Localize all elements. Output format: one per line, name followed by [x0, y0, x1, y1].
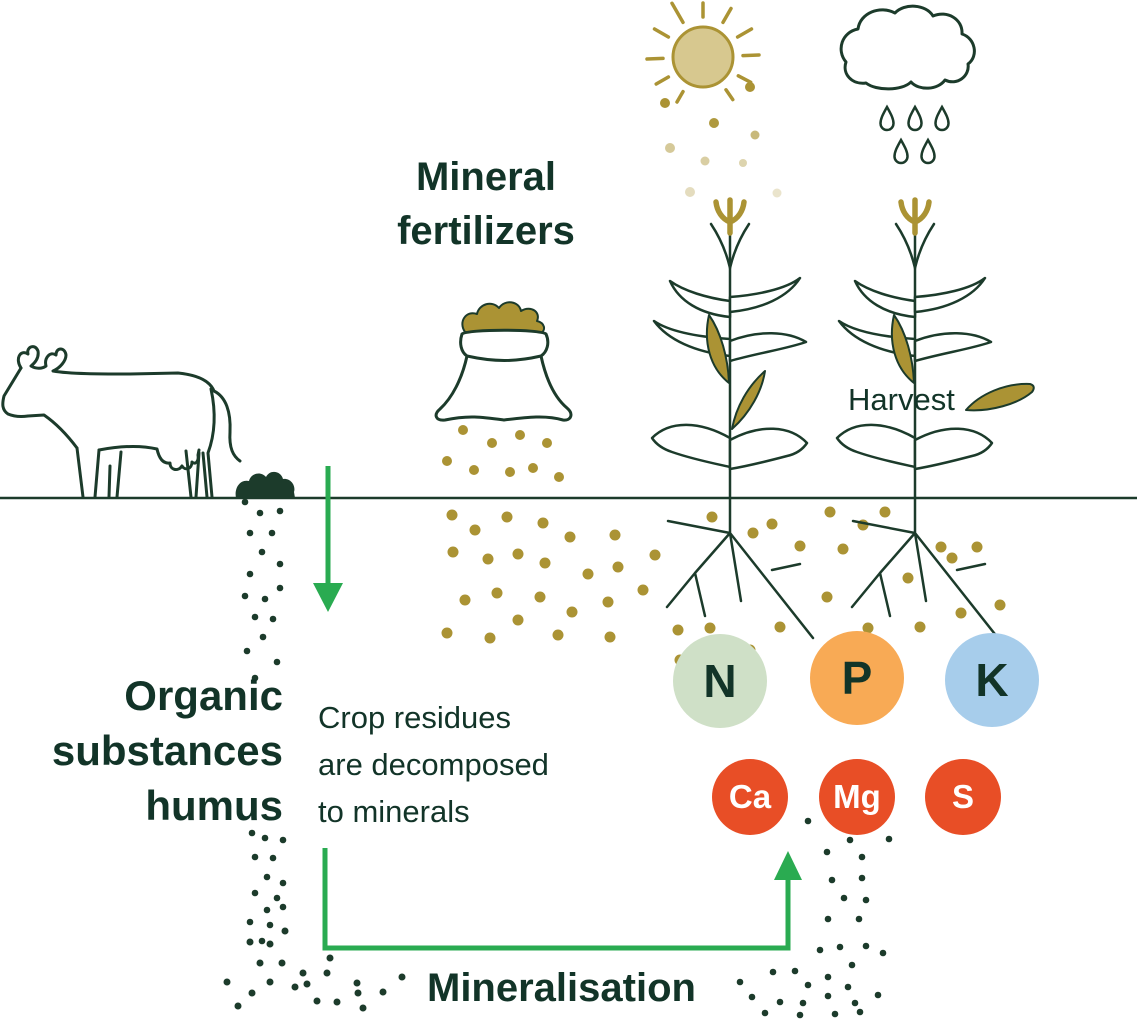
- nutrient-circle-p: P: [810, 631, 904, 725]
- mineralisation-label: Mineralisation: [427, 966, 696, 1010]
- gold-leaf: [731, 370, 766, 430]
- harvest-label: Harvest: [848, 382, 955, 417]
- crop-residues-label: Crop residues are decomposed to minerals: [318, 694, 549, 835]
- nutrient-circle-mg: Mg: [819, 759, 895, 835]
- manure-icon: [235, 471, 295, 498]
- organic-line-1: Organic: [124, 672, 283, 719]
- rain-cloud-icon: [839, 4, 976, 165]
- crop-line-1: Crop residues: [318, 700, 511, 735]
- down-arrow-icon: [313, 466, 343, 612]
- organic-line-2: substances: [51, 727, 283, 774]
- nutrient-circle-k: K: [945, 633, 1039, 727]
- crop-line-3: to minerals: [318, 794, 470, 829]
- nutrient-symbol: P: [841, 652, 873, 704]
- nutrient-circle-n: N: [673, 634, 767, 728]
- humus-scatter-dots: [223, 927, 406, 1012]
- organic-substances-label: Organic substances humus: [52, 668, 283, 833]
- soil-mineral-dots: [441, 506, 1006, 666]
- nutrient-symbol: K: [975, 654, 1009, 706]
- harvest-leaf-icon: [965, 382, 1035, 412]
- fertilizer-spread-dots: [442, 425, 564, 482]
- nutrient-symbol: Mg: [833, 778, 881, 815]
- title-line-1: Mineral: [415, 155, 557, 199]
- nutrient-symbol: S: [951, 778, 974, 815]
- sun-deposition-dots: [660, 82, 782, 198]
- mineral-release-dots: [736, 817, 893, 1019]
- mineral-fertilizers-label: Mineral fertilizers: [326, 150, 646, 258]
- fertilizer-bag-icon: [434, 301, 573, 422]
- cow-icon: [1, 345, 242, 499]
- title-line-2: fertilizers: [397, 209, 575, 253]
- organic-line-3: humus: [145, 782, 283, 829]
- nutrient-circle-s: S: [925, 759, 1001, 835]
- humus-trail-lower-dots: [246, 829, 287, 945]
- nutrient-symbol: N: [703, 655, 737, 707]
- mineralisation-arrow-icon: [322, 848, 802, 951]
- humus-trail-upper-dots: [241, 498, 284, 682]
- crop-line-2: are decomposed: [318, 747, 549, 782]
- nutrient-symbol: Ca: [728, 778, 772, 815]
- sun-icon: [645, 1, 761, 104]
- nutrient-circle-ca: Ca: [712, 759, 788, 835]
